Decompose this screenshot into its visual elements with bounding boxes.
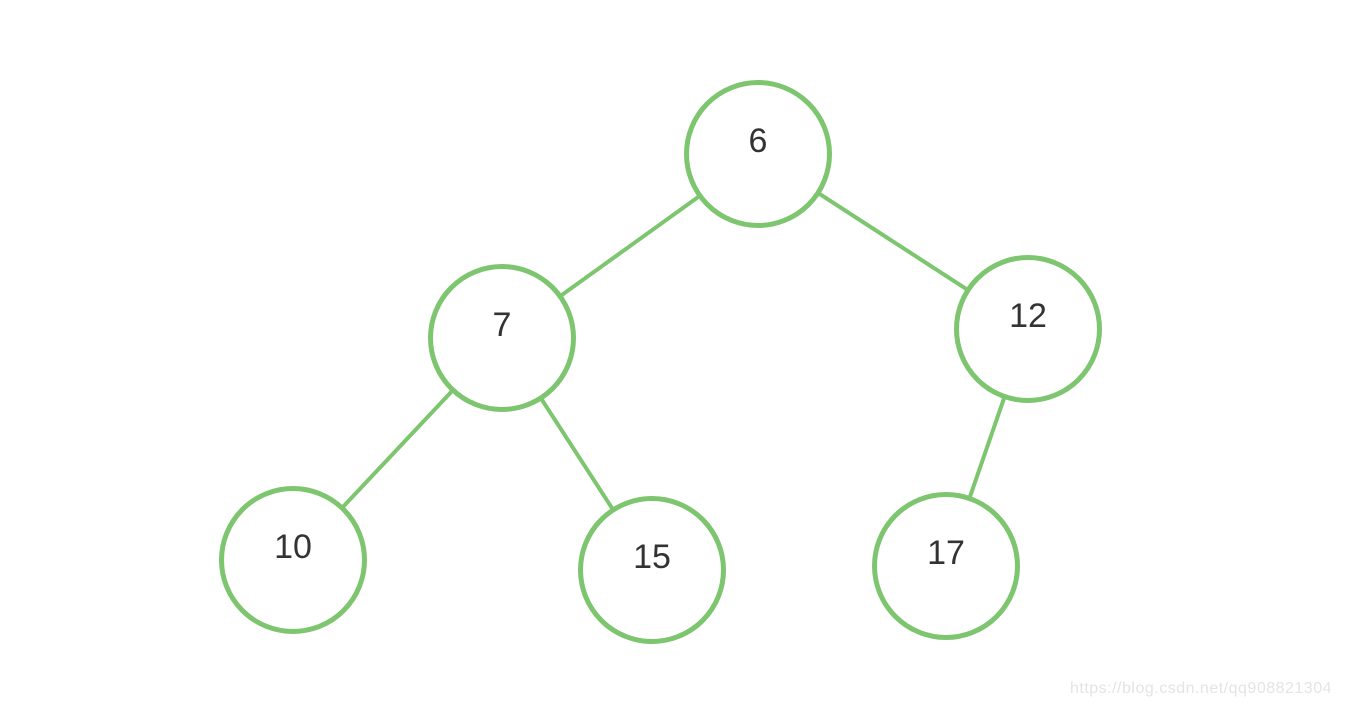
tree-node-12: 12 xyxy=(954,255,1102,403)
tree-node-12-label: 12 xyxy=(1009,297,1047,335)
tree-node-17-label: 17 xyxy=(927,534,965,572)
tree-node-7: 7 xyxy=(428,264,576,412)
watermark: https://blog.csdn.net/qq908821304 xyxy=(1069,680,1332,697)
tree-node-6: 6 xyxy=(684,80,832,228)
tree-node-7-label: 7 xyxy=(492,306,512,344)
tree-node-6-label: 6 xyxy=(748,122,768,160)
tree-node-17: 17 xyxy=(872,492,1020,640)
tree-node-10-label: 10 xyxy=(274,528,312,566)
tree-node-10: 10 xyxy=(219,486,367,634)
tree-node-15: 15 xyxy=(578,496,726,644)
tree-node-15-label: 15 xyxy=(633,538,671,576)
